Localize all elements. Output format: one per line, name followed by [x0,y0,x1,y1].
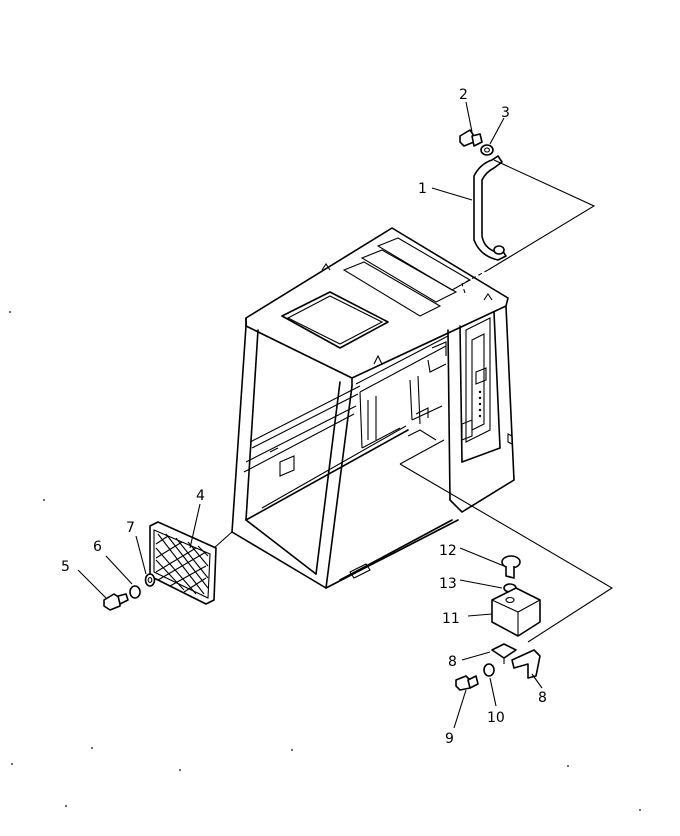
bolt-icon [455,675,479,691]
callout-4: 4 [196,488,205,504]
washer-icon [144,573,156,587]
callout-9: 9 [445,731,454,747]
washer-icon [483,663,495,677]
callout-5: 5 [61,559,70,575]
callout-1: 1 [418,181,427,197]
callout-2: 2 [459,87,468,103]
callout-8-upper: 8 [448,654,457,670]
callout-labels: 2 3 1 4 5 6 7 12 13 11 8 8 9 10 [61,87,547,747]
washer-icon [129,585,141,599]
handrail-assembly [459,129,596,297]
callout-3: 3 [501,105,510,121]
leader-lines [77,101,543,729]
callout-11: 11 [442,611,460,627]
callout-12: 12 [439,543,457,559]
bolt-icon [103,593,129,611]
callout-10: 10 [487,710,505,726]
callout-8-lower: 8 [538,690,547,706]
scan-specks [9,311,641,811]
callout-7: 7 [126,520,135,536]
bolt-icon [459,129,483,147]
cab-body [231,227,515,589]
bracket-assembly [399,439,614,691]
net-screen-assembly [103,521,233,611]
callout-6: 6 [93,539,102,555]
callout-13: 13 [439,576,457,592]
washer-icon [480,144,494,156]
bolt-icon [501,555,521,579]
